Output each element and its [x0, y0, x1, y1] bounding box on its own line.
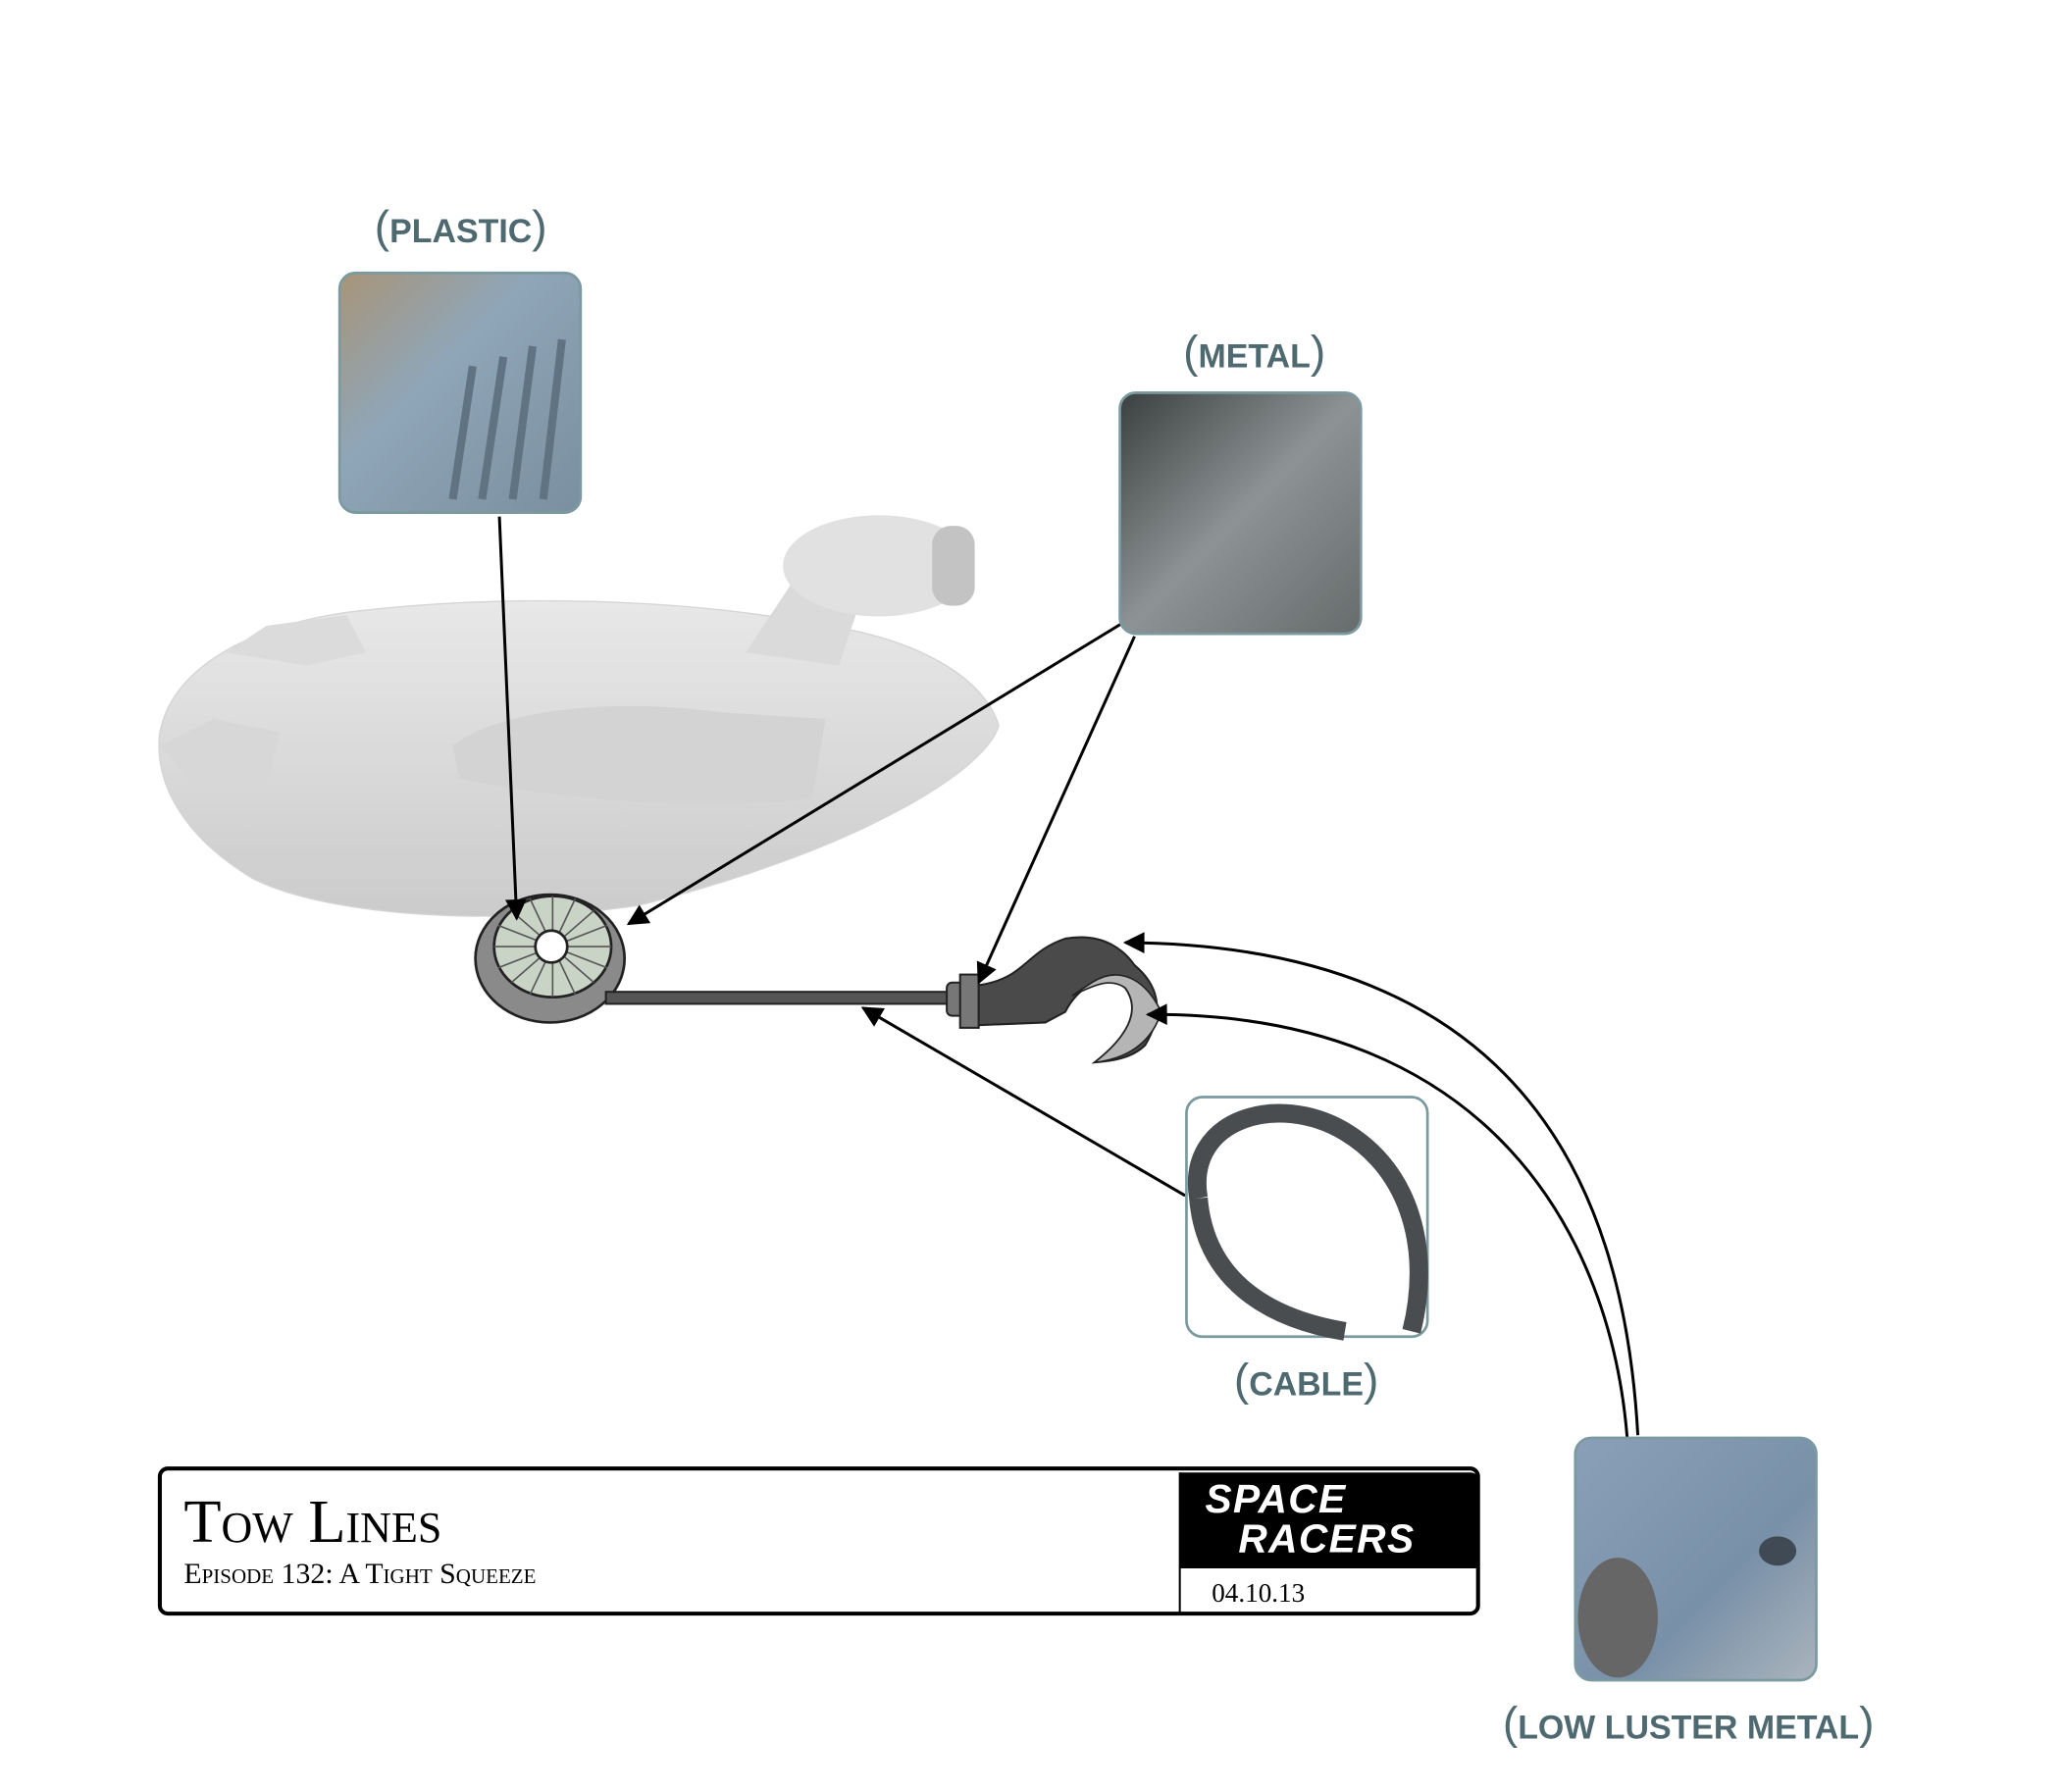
subtitle: Episode 132: A Tight Squeeze [183, 1558, 536, 1590]
title: Tow Lines [183, 1487, 441, 1556]
date: 04.10.13 [1212, 1578, 1305, 1608]
tow-hook [946, 936, 1162, 1064]
label-low-luster-metal: (LOW LUSTER METAL) [1503, 1698, 1875, 1749]
arrow-metal-wheel [626, 621, 1124, 926]
arrow-low-luster-1 [1122, 932, 1640, 1436]
arrow-low-luster-2 [1145, 1003, 1629, 1439]
swatch-metal [1118, 391, 1363, 636]
spaceship-illustration [158, 515, 1000, 917]
swatch-low-luster-metal [1574, 1436, 1818, 1682]
arrows [497, 516, 1640, 1439]
title-block: Tow Lines Episode 132: A Tight Squeeze S… [157, 1466, 1480, 1616]
label-cable: (CABLE) [1234, 1355, 1379, 1406]
swatch-cable [1185, 1096, 1429, 1341]
arrow-cable [860, 1006, 1186, 1198]
label-metal: (METAL) [1183, 327, 1325, 378]
tow-wheel [474, 893, 627, 1024]
arrow-metal-connector [976, 636, 1136, 985]
logo-box [1179, 1472, 1478, 1568]
label-plastic: (PLASTIC) [375, 201, 547, 252]
logo-line1: SPACE [1205, 1476, 1347, 1521]
tow-rod [604, 991, 956, 1005]
arrow-plastic [497, 516, 527, 921]
swatch-plastic [337, 271, 583, 514]
logo-line2: RACERS [1238, 1516, 1415, 1562]
